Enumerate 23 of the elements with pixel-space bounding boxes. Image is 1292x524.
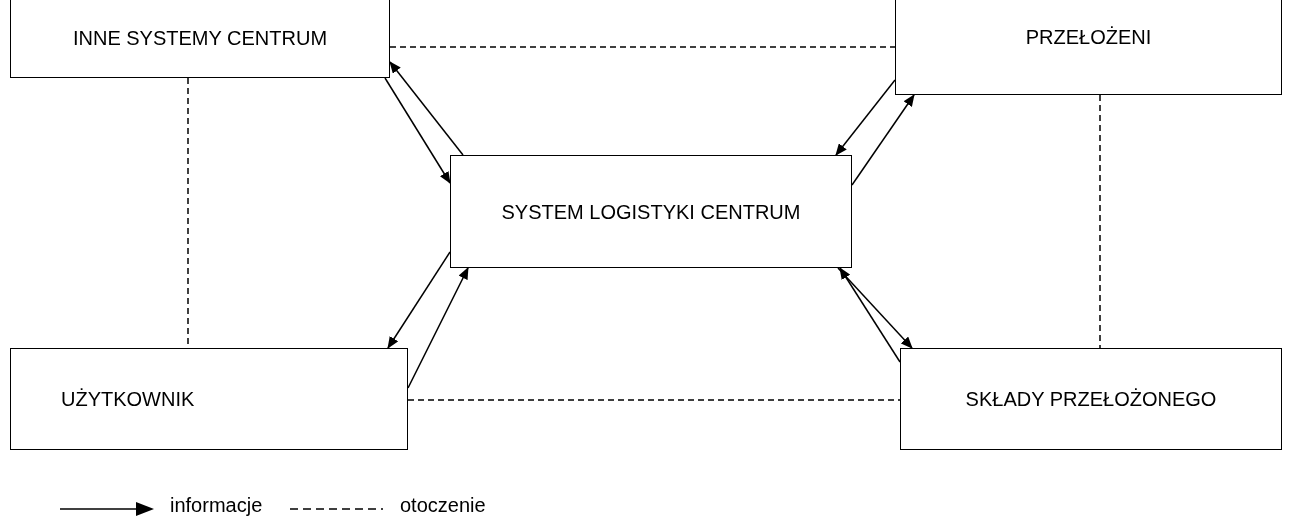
dashed-line [1099,94,1101,349]
arrow [835,79,896,156]
process-box [10,0,390,78]
arrow [839,267,901,363]
dashed-line [407,399,901,401]
box-label: SKŁADY PRZEŁOŻONEGO [965,387,1217,411]
process-box [895,0,1282,95]
arrow [384,77,451,184]
box-label: UŻYTKOWNIK [61,387,195,411]
process-box [450,155,852,268]
legend-label: informacje [170,494,263,517]
process-box [900,348,1282,450]
process-box [10,348,408,450]
box-label: PRZEŁOŻENI [1025,24,1152,49]
box-label: SYSTEM LOGISTYKI CENTRUM [501,199,801,224]
arrow [389,61,464,156]
arrow [407,267,469,389]
box-label: INNE SYSTEMY CENTRUM [72,26,328,50]
arrow [851,94,915,186]
legend-label: otoczenie [400,494,486,517]
arrow [837,267,913,349]
arrow [387,251,451,349]
dashed-line [389,46,896,48]
